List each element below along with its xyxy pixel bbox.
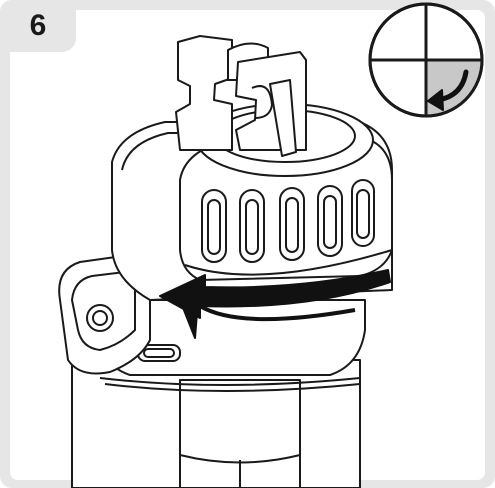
rotation-arrow bbox=[159, 269, 391, 339]
key-spindle bbox=[175, 35, 307, 157]
quadrant-rotation-indicator bbox=[368, 2, 484, 118]
side-clip bbox=[58, 254, 151, 375]
step-number: 6 bbox=[29, 9, 47, 42]
ring-grips bbox=[201, 179, 375, 263]
step-badge: 6 bbox=[0, 0, 76, 52]
counterclockwise-arrow-icon bbox=[427, 69, 469, 111]
